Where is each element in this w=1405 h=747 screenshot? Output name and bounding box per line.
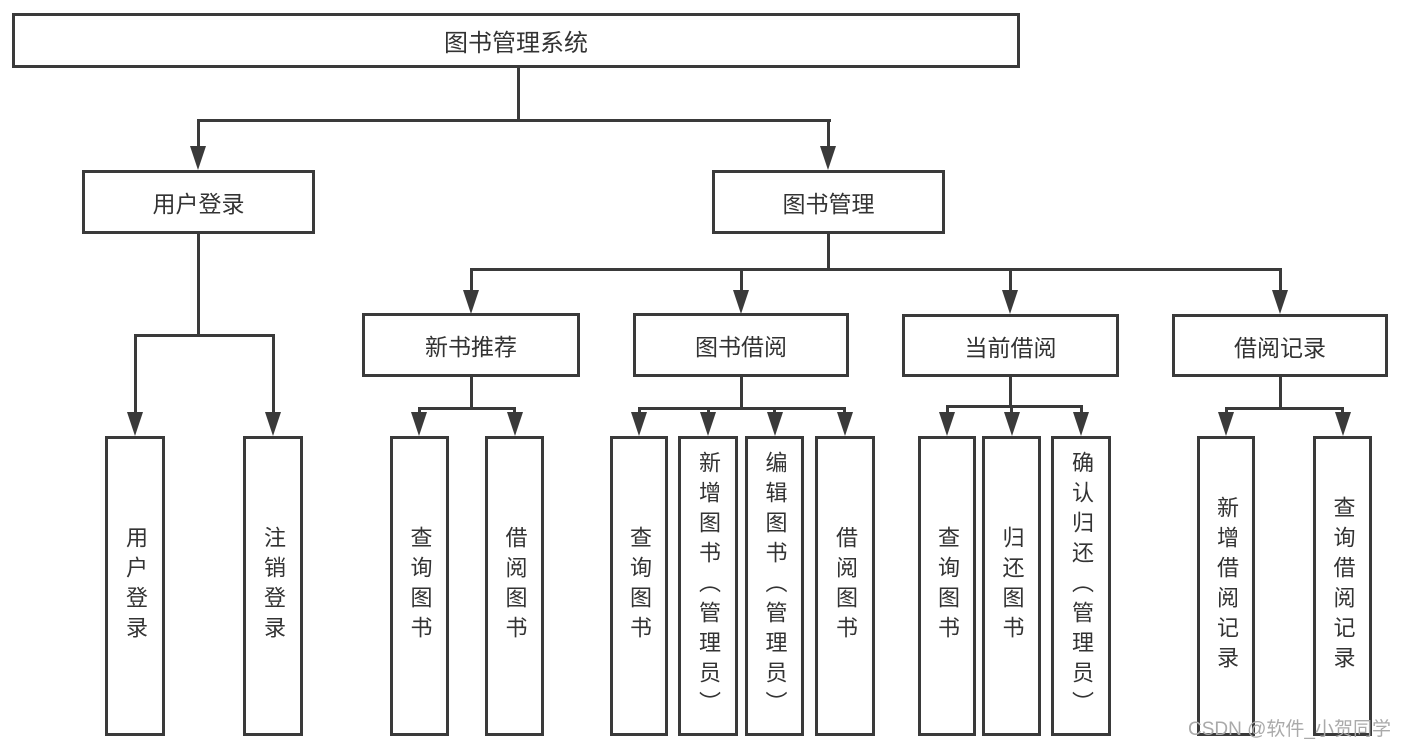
connector-line (470, 268, 1282, 271)
node-book-management: 图书管理 (712, 170, 945, 234)
connector-line (1225, 407, 1228, 414)
arrowhead-down-icon (127, 412, 143, 436)
node-book-borrow: 图书借阅 (633, 313, 849, 377)
connector-line (470, 375, 473, 409)
connector-line (1009, 268, 1012, 292)
connector-line (740, 375, 743, 409)
arrowhead-down-icon (767, 412, 783, 436)
arrowhead-down-icon (411, 412, 427, 436)
connector-line (946, 405, 949, 414)
leaf-add-book-admin: 新增图书（管理员） (678, 436, 738, 736)
connector-line (197, 119, 200, 148)
leaf-logout-login: 注销登录 (243, 436, 303, 736)
connector-line (272, 334, 275, 414)
connector-line (827, 232, 830, 271)
arrowhead-down-icon (507, 412, 523, 436)
connector-line (1341, 407, 1344, 414)
node-library-system: 图书管理系统 (12, 13, 1020, 68)
arrowhead-down-icon (1004, 412, 1020, 436)
arrowhead-down-icon (1002, 290, 1018, 314)
connector-line (470, 268, 473, 292)
connector-line (197, 119, 831, 122)
leaf-query-borrow-record: 查询借阅记录 (1313, 436, 1372, 736)
arrowhead-down-icon (190, 146, 206, 170)
arrowhead-down-icon (265, 412, 281, 436)
arrowhead-down-icon (631, 412, 647, 436)
arrowhead-down-icon (939, 412, 955, 436)
connector-line (1080, 405, 1083, 414)
connector-line (1010, 405, 1013, 414)
arrowhead-down-icon (1073, 412, 1089, 436)
leaf-return-book: 归还图书 (982, 436, 1041, 736)
leaf-query-book-recommend: 查询图书 (390, 436, 449, 736)
leaf-query-book-current: 查询图书 (918, 436, 976, 736)
arrowhead-down-icon (700, 412, 716, 436)
connector-line (418, 407, 421, 414)
connector-line (638, 407, 641, 414)
connector-line (773, 407, 776, 414)
arrowhead-down-icon (463, 290, 479, 314)
connector-line (946, 405, 1082, 408)
connector-line (513, 407, 516, 414)
connector-line (1279, 268, 1282, 292)
watermark-text: CSDN @软件_小贺同学 (1188, 719, 1391, 740)
arrowhead-down-icon (837, 412, 853, 436)
leaf-edit-book-admin: 编辑图书（管理员） (745, 436, 804, 736)
node-borrow-records: 借阅记录 (1172, 314, 1388, 377)
connector-line (134, 334, 275, 337)
leaf-add-borrow-record: 新增借阅记录 (1197, 436, 1255, 736)
leaf-confirm-return-admin: 确认归还（管理员） (1051, 436, 1111, 736)
connector-line (1225, 407, 1343, 410)
connector-line (843, 407, 846, 414)
arrowhead-down-icon (733, 290, 749, 314)
connector-line (418, 407, 516, 410)
connector-line (827, 119, 830, 148)
connector-line (134, 334, 137, 414)
connector-line (707, 407, 710, 414)
leaf-borrow-book: 借阅图书 (815, 436, 875, 736)
arrowhead-down-icon (820, 146, 836, 170)
connector-line (1009, 377, 1012, 408)
node-user-login: 用户登录 (82, 170, 315, 234)
node-current-borrow: 当前借阅 (902, 314, 1119, 377)
node-new-book-recommend: 新书推荐 (362, 313, 580, 377)
connector-line (197, 232, 200, 336)
leaf-user-login: 用户登录 (105, 436, 165, 736)
arrowhead-down-icon (1218, 412, 1234, 436)
connector-line (638, 407, 846, 410)
leaf-query-book-borrow: 查询图书 (610, 436, 668, 736)
arrowhead-down-icon (1335, 412, 1351, 436)
connector-line (517, 67, 520, 121)
connector-line (740, 268, 743, 292)
connector-line (1279, 375, 1282, 409)
arrowhead-down-icon (1272, 290, 1288, 314)
leaf-borrow-book-recommend: 借阅图书 (485, 436, 544, 736)
